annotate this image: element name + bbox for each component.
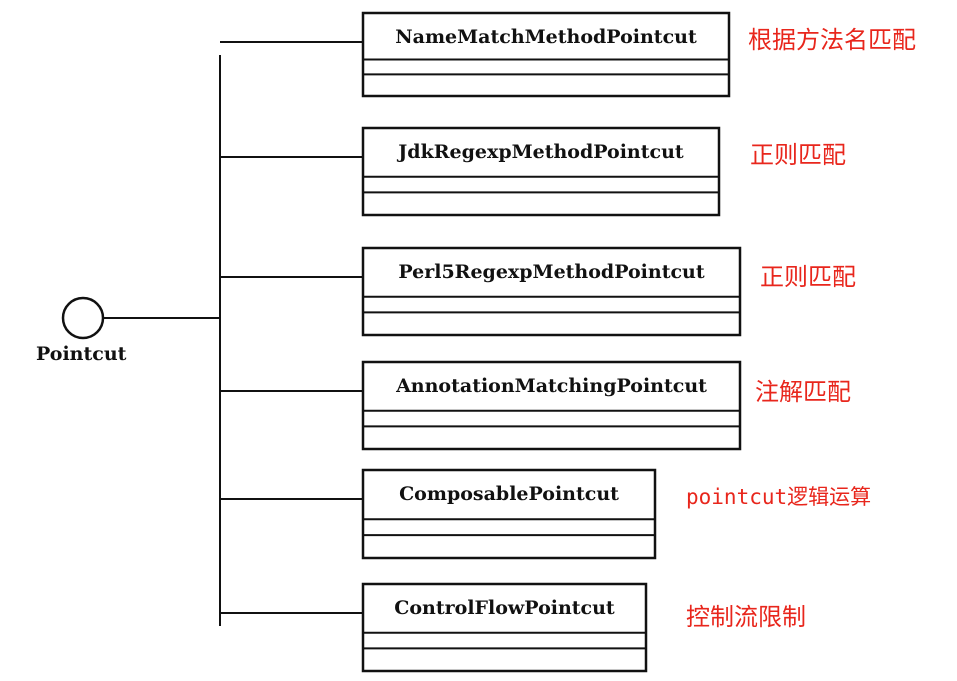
class-list: NameMatchMethodPointcut 根据方法名匹配 JdkRegex… (220, 11, 916, 673)
class-rect (361, 582, 648, 673)
class-note: pointcut逻辑运算 (686, 485, 871, 509)
class-rect (361, 468, 657, 560)
class-rect (361, 360, 742, 451)
class-name: Perl5RegexpMethodPointcut (398, 261, 704, 283)
class-box-name-match: NameMatchMethodPointcut 根据方法名匹配 (220, 11, 916, 98)
class-note: 根据方法名匹配 (748, 26, 916, 54)
class-box-control-flow: ControlFlowPointcut 控制流限制 (220, 582, 806, 673)
class-rect (361, 246, 742, 337)
class-box-annotation-matching: AnnotationMatchingPointcut 注解匹配 (220, 360, 851, 451)
class-box-jdk-regexp: JdkRegexpMethodPointcut 正则匹配 (220, 126, 846, 217)
class-name: ControlFlowPointcut (394, 597, 615, 619)
class-note: 控制流限制 (686, 603, 806, 631)
interface-label: Pointcut (36, 343, 127, 365)
class-name: AnnotationMatchingPointcut (395, 375, 707, 397)
class-name: JdkRegexpMethodPointcut (396, 141, 684, 163)
class-rect (361, 126, 721, 217)
class-box-composable: ComposablePointcut pointcut逻辑运算 (220, 468, 871, 560)
class-note: 正则匹配 (750, 141, 846, 169)
class-name: NameMatchMethodPointcut (395, 26, 697, 48)
pointcut-interface: Pointcut (36, 296, 220, 365)
class-name: ComposablePointcut (399, 483, 619, 505)
class-box-perl5-regexp: Perl5RegexpMethodPointcut 正则匹配 (220, 246, 856, 337)
class-rect (361, 11, 731, 98)
class-note: 注解匹配 (755, 378, 851, 406)
interface-circle-icon (61, 296, 105, 340)
class-note: 正则匹配 (760, 263, 856, 291)
